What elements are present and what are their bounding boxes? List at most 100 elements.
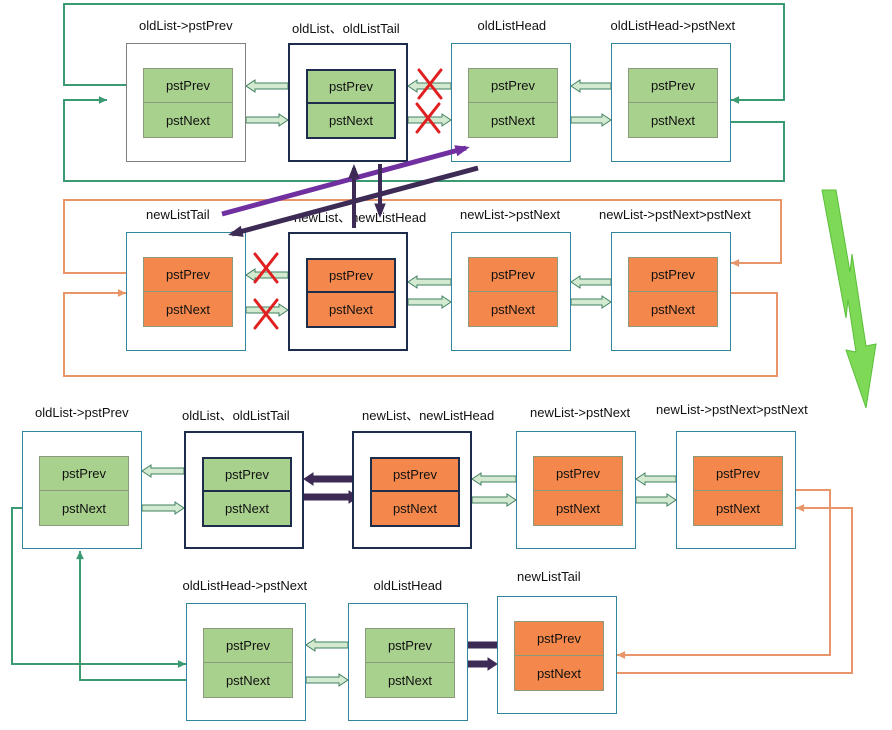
prev-field: pstPrev	[468, 68, 558, 103]
prev-field: pstPrev	[533, 456, 623, 491]
cut-mark-top-next-stroke-2	[415, 102, 441, 134]
bot-green-prev-link	[79, 551, 186, 681]
prev-field: pstPrev	[202, 457, 292, 492]
prev-field: pstPrev	[143, 257, 233, 292]
purple-down-arrow-head	[228, 225, 244, 237]
node-label: newList->pstNext	[460, 207, 561, 222]
top-next-arrow-3	[570, 113, 612, 127]
node-label: oldListHead	[477, 18, 547, 33]
node-label: oldListHead	[373, 578, 443, 593]
prev-field: pstPrev	[365, 628, 455, 663]
bot-prev-arrow-1	[141, 464, 185, 478]
vertical-up-arrow-head	[348, 164, 360, 179]
prev-field: pstPrev	[370, 457, 460, 492]
prev-field: pstPrev	[306, 258, 396, 293]
next-field: pstNext	[514, 656, 604, 691]
next-field: pstNext	[468, 292, 558, 327]
mid-prev-arrow-3	[570, 275, 612, 289]
mid-next-arrow-1	[245, 303, 289, 317]
next-field: pstNext	[306, 293, 396, 328]
cut-mark-top-next	[415, 102, 441, 134]
prev-field: pstPrev	[628, 257, 718, 292]
node-label: oldList->pstPrev	[139, 18, 233, 33]
cut-mark-top-prev-stroke-2	[417, 68, 443, 100]
new-loop-prev-link	[63, 199, 782, 274]
cut-mark-mid-prev	[253, 252, 279, 284]
mid-next-arrow-3	[570, 295, 612, 309]
next-field: pstNext	[468, 103, 558, 138]
next-field: pstNext	[628, 103, 718, 138]
prev-field: pstPrev	[203, 628, 293, 663]
bot-next-arrow-1	[141, 501, 185, 515]
mid-prev-arrow-2	[407, 275, 452, 289]
bot-next-arrow-3	[471, 493, 517, 507]
bot-prev-arrow-4	[635, 472, 677, 486]
next-field: pstNext	[365, 663, 455, 698]
node-label: newList->pstNext>pstNext	[599, 207, 751, 222]
bot-green-next-link-head	[177, 660, 186, 668]
mid-next-arrow-2	[407, 295, 452, 309]
cut-mark-mid-next-stroke-2	[253, 298, 279, 330]
node-label: oldList、oldListTail	[182, 408, 290, 423]
bot-prev-arrow-3	[471, 472, 517, 486]
purple-up-arrow	[221, 145, 467, 217]
cut-mark-mid-next	[253, 298, 279, 330]
old-loop-prev-link-head	[731, 96, 740, 104]
prev-field: pstPrev	[143, 68, 233, 103]
prev-field: pstPrev	[306, 69, 396, 104]
next-field: pstNext	[203, 663, 293, 698]
next-field: pstNext	[202, 492, 292, 527]
prev-field: pstPrev	[514, 621, 604, 656]
node-label: newList、newListHead	[362, 408, 495, 423]
top-prev-arrow-1	[245, 79, 289, 93]
bot-orange-prev-link	[617, 489, 831, 656]
bot-orange-next-link-head	[796, 504, 805, 512]
bot-orange-next-link	[617, 507, 853, 674]
bot-prev-arrow-2	[303, 472, 359, 486]
cut-mark-mid-prev-stroke-2	[253, 252, 279, 284]
node-label: oldListHead->pstNext	[610, 18, 736, 33]
new-loop-next-link-head	[117, 289, 126, 297]
top-prev-arrow-3	[570, 79, 612, 93]
next-field: pstNext	[533, 491, 623, 526]
node-label: newListTail	[517, 569, 581, 584]
next-field: pstNext	[693, 491, 783, 526]
node-label: oldList->pstPrev	[35, 405, 129, 420]
bot-orange-prev-link-head	[617, 651, 626, 659]
vertical-down-arrow-head	[374, 203, 386, 218]
old-loop-prev-link	[63, 3, 785, 101]
node-label: newList、newListHead	[294, 210, 427, 225]
node-label: newList->pstNext	[530, 405, 631, 420]
next-field: pstNext	[143, 103, 233, 138]
transition-lightning-arrow	[821, 189, 877, 409]
cut-mark-top-prev	[417, 68, 443, 100]
bot-next-arrow-4	[635, 493, 677, 507]
next-field: pstNext	[628, 292, 718, 327]
top-next-arrow-1	[245, 113, 289, 127]
bot-green-prev-link-head	[76, 551, 84, 560]
bot-prev-arrow-5	[305, 638, 349, 652]
prev-field: pstPrev	[468, 257, 558, 292]
new-loop-next-link	[63, 292, 778, 377]
node-label: newList->pstNext>pstNext	[656, 402, 808, 417]
next-field: pstNext	[306, 104, 396, 139]
bot-next-arrow-5	[305, 673, 349, 687]
next-field: pstNext	[143, 292, 233, 327]
purple-up-arrow-head	[454, 145, 470, 157]
